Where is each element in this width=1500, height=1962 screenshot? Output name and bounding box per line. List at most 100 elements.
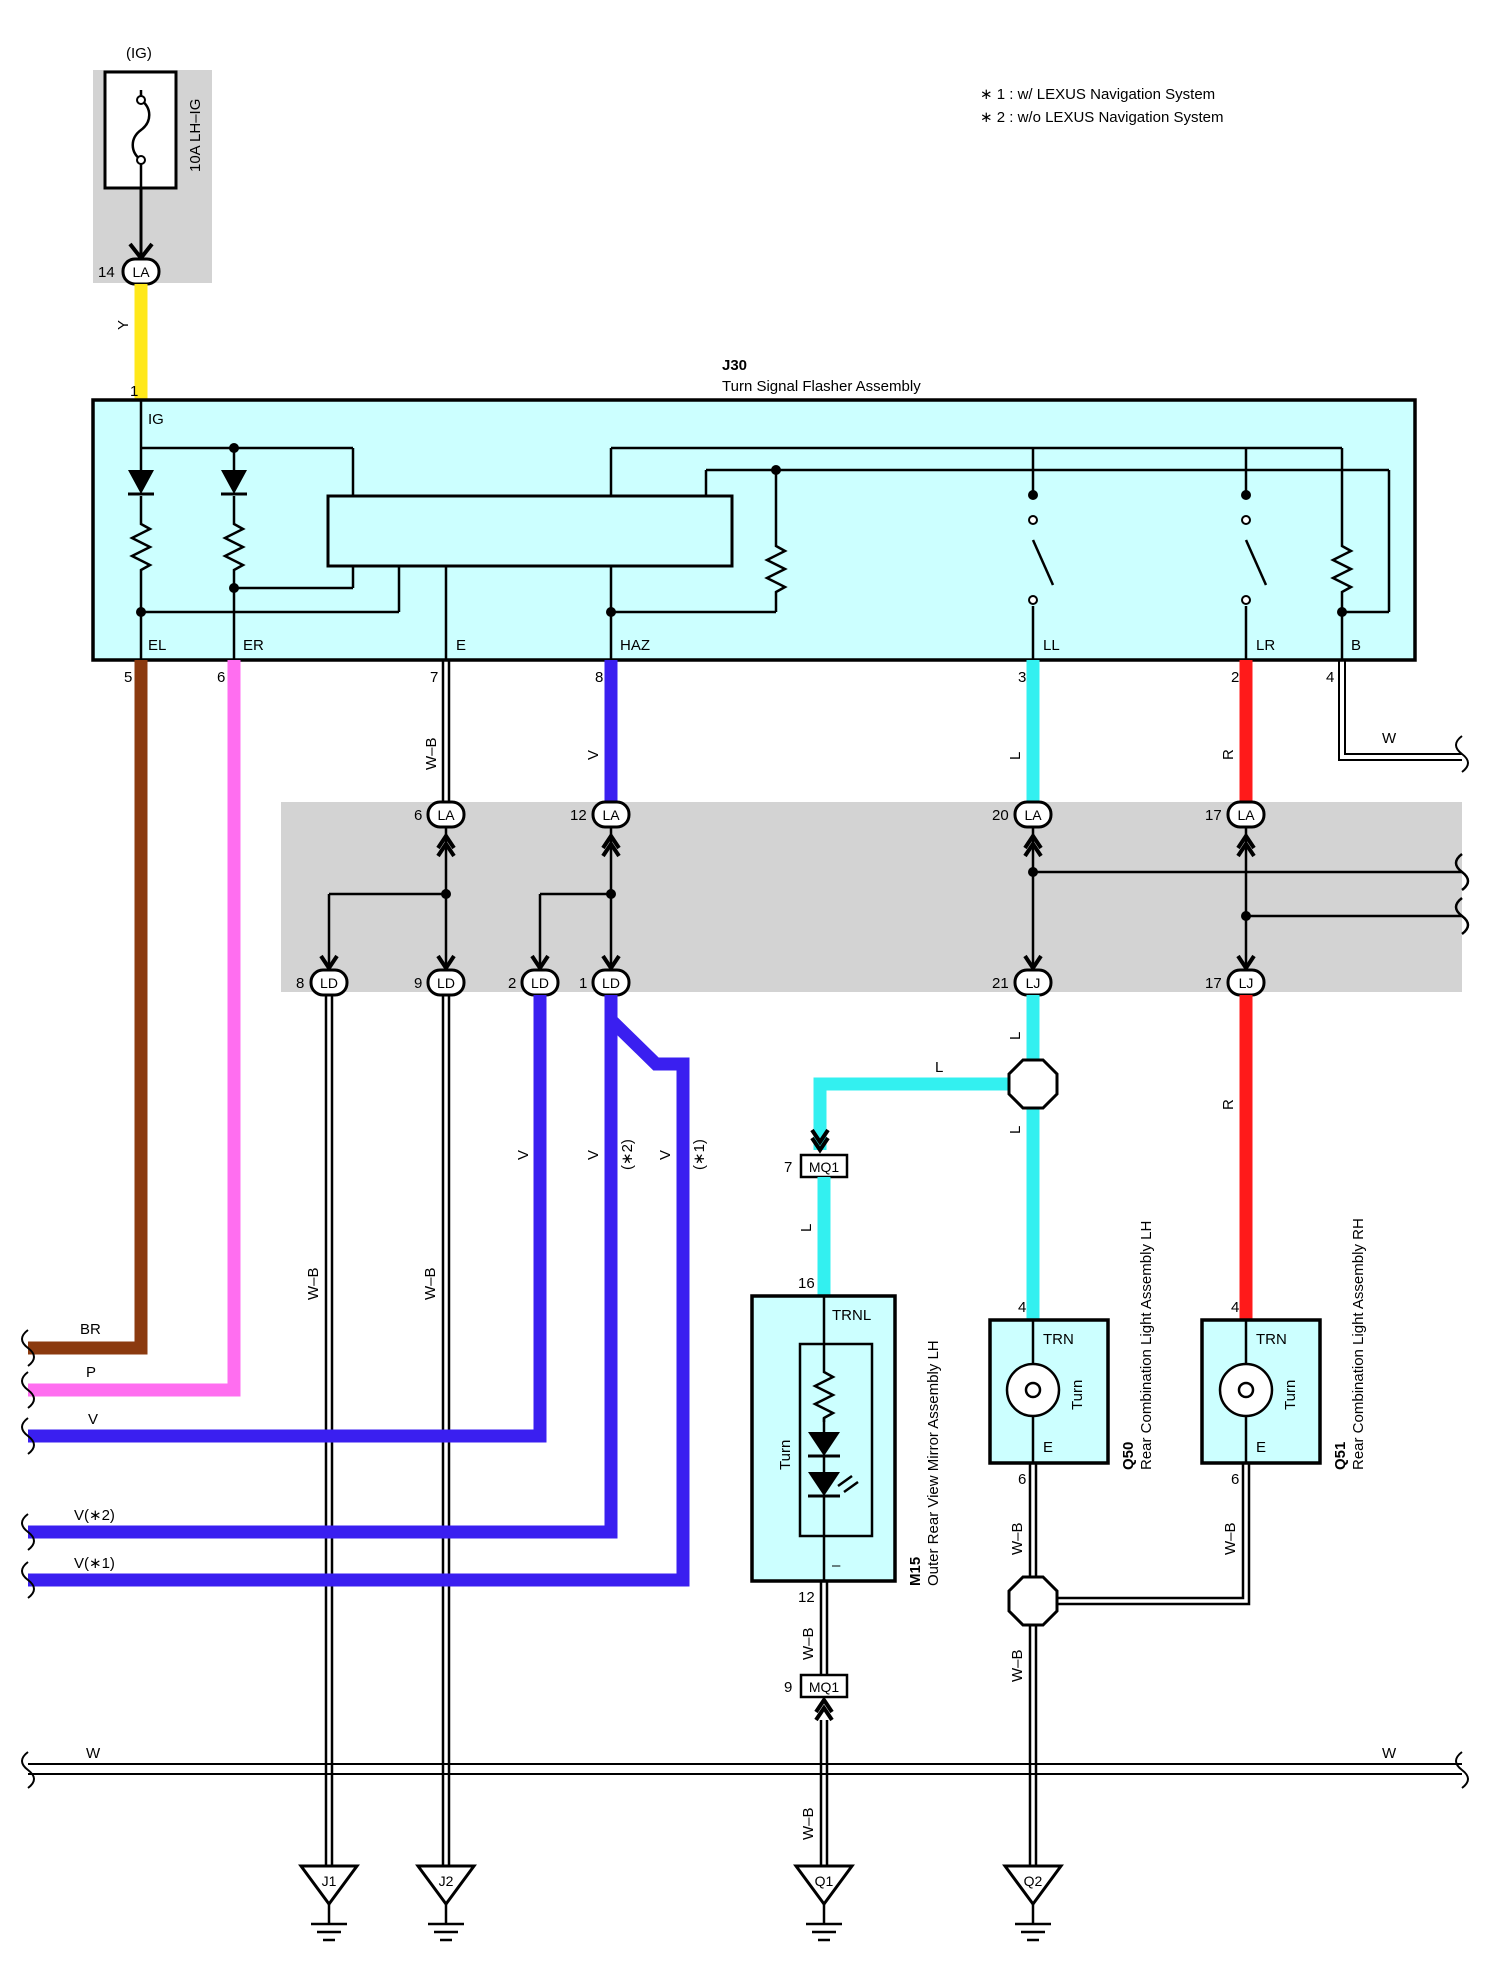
mirror-name: Outer Rear View Mirror Assembly LH (925, 1340, 942, 1586)
e-wire-label: W–B (423, 737, 440, 770)
svg-text:21: 21 (992, 975, 1009, 992)
junction-block-shade (281, 802, 1462, 992)
bus-left-label: W (86, 1745, 101, 1762)
svg-text:LD: LD (531, 975, 549, 991)
ground-j1: J1 (299, 1864, 359, 1942)
svg-text:MQ1: MQ1 (809, 1159, 840, 1175)
connector-ld-2: LD 2 (508, 968, 560, 997)
connector-la-17: LA 17 (1205, 800, 1266, 829)
ld1a-wire-note: (∗2) (619, 1139, 636, 1170)
svg-text:9: 9 (414, 975, 422, 992)
svg-text:J2: J2 (439, 1873, 454, 1889)
fuse-name: 10A LH–IG (187, 99, 204, 172)
ld2-wire-label: V (515, 1150, 532, 1160)
lamp-lh-ground-wire-label: W–B (1009, 1649, 1026, 1682)
ld9-wire-label: W–B (422, 1267, 439, 1300)
lr-wire-label: R (1220, 749, 1237, 760)
lamp-rh-terminal-in: TRN (1256, 1331, 1287, 1348)
wire-b-w (1338, 660, 1469, 773)
mirror-terminal-out: – (832, 1557, 841, 1574)
lamp-lh-inner-label: Turn (1069, 1380, 1086, 1410)
mirror-inner-label: Turn (777, 1440, 794, 1470)
note-1: ∗ 1 : w/ LEXUS Navigation System (980, 86, 1215, 103)
lamp-lh-terminal-out: E (1043, 1439, 1053, 1456)
lamp-lh-name: Rear Combination Light Assembly LH (1138, 1221, 1155, 1470)
lamp-rh-out-wire-label: W–B (1222, 1522, 1239, 1555)
mirror-inner-box (798, 1342, 874, 1538)
flasher-id: J30 (722, 357, 747, 374)
svg-text:LD: LD (602, 975, 620, 991)
mirror-pin-out: 12 (798, 1589, 815, 1606)
lead-v2-label: V(∗2) (74, 1507, 115, 1524)
terminal-el: EL (148, 637, 166, 654)
mirror-led-icon (808, 1472, 840, 1496)
svg-text:20: 20 (992, 807, 1009, 824)
mirror-out-wire-label: W–B (800, 1627, 817, 1660)
svg-text:LJ: LJ (1239, 975, 1254, 991)
wire-lamp-rh-out (1057, 1463, 1251, 1606)
splice-lh (1007, 1058, 1059, 1110)
svg-text:LA: LA (1237, 807, 1255, 823)
svg-text:MQ1: MQ1 (809, 1679, 840, 1695)
mirror-branch-label: L (935, 1059, 943, 1076)
pin-ll: 3 (1018, 669, 1026, 686)
wire-mirror-ground (819, 1720, 829, 1866)
mirror-pin-in: 16 (798, 1275, 815, 1292)
diode-el-icon (128, 470, 154, 494)
mirror-id: M15 (907, 1557, 924, 1586)
terminal-lr: LR (1256, 637, 1275, 654)
lead-v1-label: V(∗1) (74, 1555, 115, 1572)
fuse-connector-pin: 14 (98, 264, 115, 281)
flasher-ic (326, 494, 734, 568)
pin-lr: 2 (1231, 669, 1239, 686)
lamp-rh-terminal-out: E (1256, 1439, 1266, 1456)
connector-ld-1: LD 1 (579, 968, 631, 997)
svg-text:LA: LA (1024, 807, 1042, 823)
ld1b-wire-note: (∗1) (691, 1139, 708, 1170)
terminal-e: E (456, 637, 466, 654)
pin-ig: 1 (130, 383, 138, 400)
ground-q2: Q2 (1003, 1864, 1063, 1942)
lead-v-label: V (88, 1411, 98, 1428)
ground-j2: J2 (416, 1864, 476, 1942)
fuse-icon (131, 90, 151, 188)
wire-mirror-out-wb (819, 1581, 829, 1675)
mirror-out-connector-pin: 9 (784, 1679, 792, 1696)
wire-ld2-v (28, 995, 547, 1443)
ld1b-wire-label: V (657, 1150, 674, 1160)
bus-right-label: W (1382, 1745, 1397, 1762)
flasher-box (91, 398, 1417, 662)
mirror-terminal-in: TRNL (832, 1307, 871, 1324)
lamp-rh-inner-label: Turn (1282, 1380, 1299, 1410)
lamp-rh-pin-out: 6 (1231, 1471, 1239, 1488)
wire-p (28, 660, 241, 1397)
haz-wire-label: V (585, 750, 602, 760)
lamp-lh-pin-in: 4 (1018, 1299, 1026, 1316)
svg-text:LD: LD (320, 975, 338, 991)
wire-ld1-v1 (28, 1015, 690, 1587)
svg-text:1: 1 (579, 975, 587, 992)
lamp-lh-pin-out: 6 (1018, 1471, 1026, 1488)
mirror-diode-icon (808, 1432, 840, 1456)
svg-text:LA: LA (602, 807, 620, 823)
connector-ld-9: LD 9 (414, 968, 466, 997)
wire-lamp-lh-out (1028, 1463, 1038, 1866)
terminal-haz: HAZ (620, 637, 650, 654)
lj17-wire-label: R (1220, 1099, 1237, 1110)
connector-lj-17: LJ 17 (1205, 968, 1266, 997)
ld1a-wire-label: V (585, 1150, 602, 1160)
svg-text:2: 2 (508, 975, 516, 992)
lamp-rh-name: Rear Combination Light Assembly RH (1350, 1218, 1367, 1470)
mirror-in-wire-label: L (798, 1224, 815, 1232)
terminal-b: B (1351, 637, 1361, 654)
wire-e-wb (441, 660, 451, 802)
svg-text:J1: J1 (322, 1873, 337, 1889)
ground-q1: Q1 (794, 1864, 854, 1942)
lamp-lh-terminal-in: TRN (1043, 1331, 1074, 1348)
note-2: ∗ 2 : w/o LEXUS Navigation System (980, 109, 1224, 126)
svg-text:LD: LD (437, 975, 455, 991)
yellow-wire-label: Y (115, 320, 132, 330)
pin-er: 6 (217, 669, 225, 686)
lamp-rh-id: Q51 (1332, 1442, 1349, 1470)
